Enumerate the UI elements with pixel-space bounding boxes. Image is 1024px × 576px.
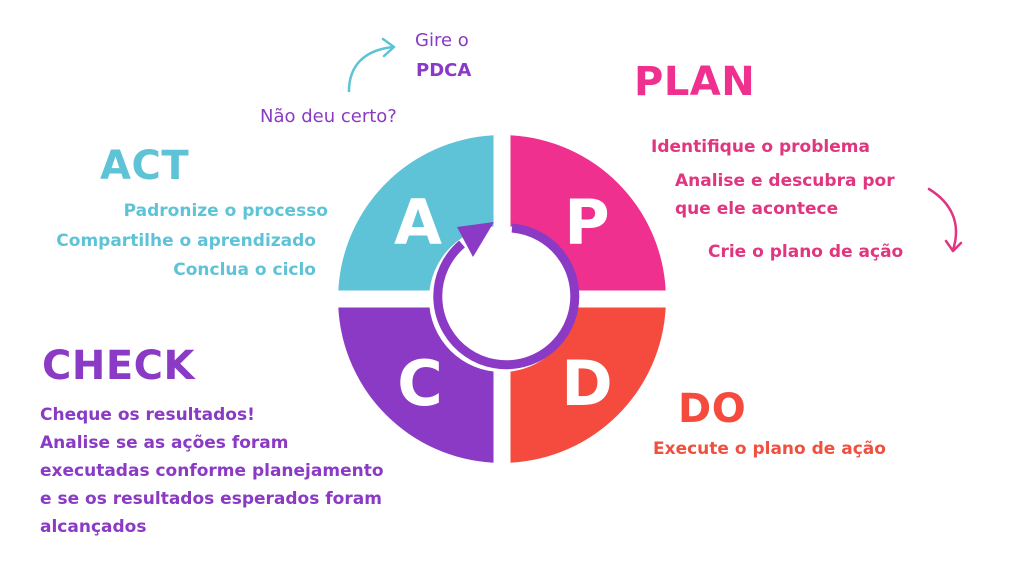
check-title: CHECK xyxy=(42,343,196,389)
check-item: Cheque os resultados! xyxy=(40,405,255,425)
plan-item: Crie o plano de ação xyxy=(708,242,904,262)
plan-item: que ele acontece xyxy=(675,199,839,219)
cycle-arrow-icon xyxy=(433,223,580,370)
act-title: ACT xyxy=(100,143,190,189)
check-item: Analise se as ações foram xyxy=(40,433,289,453)
check-item: executadas conforme planejamento xyxy=(40,461,384,481)
check-item: alcançados xyxy=(40,517,147,537)
note-action-line1: Gire o xyxy=(415,30,469,51)
check-item: e se os resultados esperados foram xyxy=(40,489,382,509)
act-item: Compartilhe o aprendizado xyxy=(56,231,316,251)
plan-item: Analise e descubra por xyxy=(675,171,895,191)
letter-p: P xyxy=(564,186,609,259)
plan-title: PLAN xyxy=(634,59,756,105)
act-item: Padronize o processo xyxy=(123,201,328,221)
letter-d: D xyxy=(561,347,612,420)
do-title: DO xyxy=(678,386,747,432)
note-action-line2: PDCA xyxy=(416,60,472,81)
center-circle xyxy=(429,226,575,372)
do-item: Execute o plano de ação xyxy=(653,439,886,459)
plan-item: Identifique o problema xyxy=(651,137,870,157)
act-item: Conclua o ciclo xyxy=(173,260,316,280)
letter-c: C xyxy=(397,347,443,420)
letter-a: A xyxy=(394,186,442,259)
teal-curved-arrow-icon xyxy=(347,45,395,93)
note-question: Não deu certo? xyxy=(260,106,397,127)
pink-curved-arrow-icon xyxy=(927,187,958,252)
cycle-arrowhead-icon xyxy=(457,222,494,257)
